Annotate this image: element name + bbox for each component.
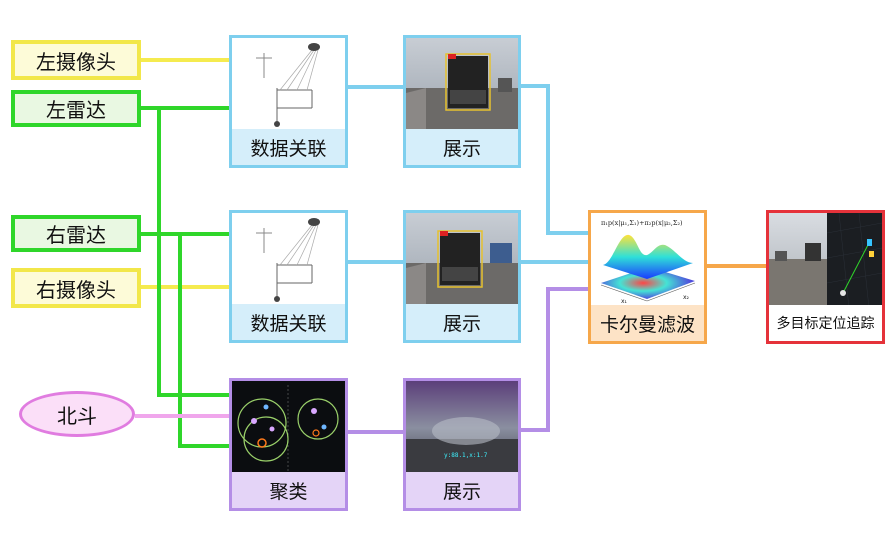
left-radar-label: 左雷达 bbox=[46, 98, 106, 122]
association-plot-image-2 bbox=[232, 213, 345, 304]
left-camera-label: 左摄像头 bbox=[36, 49, 116, 74]
night-camera-frame-image: y:88.1,x:1.7 bbox=[406, 381, 518, 472]
right-camera-label: 右摄像头 bbox=[36, 277, 116, 302]
data-association-top: 数据关联 bbox=[229, 35, 348, 168]
left-radar-box: 左雷达 bbox=[11, 90, 141, 127]
right-camera-box: 右摄像头 bbox=[11, 268, 141, 308]
display-bottom-caption: 展示 bbox=[406, 472, 518, 508]
camera-frame-image-2 bbox=[406, 213, 518, 304]
kalman-axis-x2: x₂ bbox=[683, 294, 690, 301]
display-mid-caption: 展示 bbox=[406, 304, 518, 340]
data-association-mid: 数据关联 bbox=[229, 210, 348, 343]
clustering-caption: 聚类 bbox=[232, 472, 345, 508]
clustering-module: 聚类 bbox=[229, 378, 348, 511]
wire-display-bottom-to-kalman bbox=[521, 287, 588, 432]
readout-text: y:88.1,x:1.7 bbox=[444, 452, 488, 459]
display-mid: 展示 bbox=[403, 210, 521, 343]
display-top: 展示 bbox=[403, 35, 521, 168]
kalman-filter-module: π₁p(x|μ₁,Σ₁)+π₂p(x|μ₂,Σ₂) x₁ x₂ 卡尔曼滤波 bbox=[588, 210, 707, 344]
beidou-label: 北斗 bbox=[57, 403, 97, 428]
wire-display-top-to-kalman bbox=[521, 84, 588, 235]
wire-left-radar-to-cluster bbox=[141, 106, 229, 397]
tracking-module: 多目标定位追踪 bbox=[766, 210, 885, 344]
association-plot-image bbox=[232, 38, 345, 129]
display-bottom: y:88.1,x:1.7 展示 bbox=[403, 378, 521, 511]
tracking-caption: 多目标定位追踪 bbox=[769, 305, 882, 341]
right-radar-box: 右雷达 bbox=[11, 215, 141, 252]
wire-right-radar-to-cluster bbox=[178, 234, 229, 448]
beidou-ellipse: 北斗 bbox=[19, 391, 135, 437]
kalman-formula: π₁p(x|μ₁,Σ₁)+π₂p(x|μ₂,Σ₂) bbox=[601, 219, 683, 227]
left-camera-box: 左摄像头 bbox=[11, 40, 141, 80]
cluster-plot-image bbox=[232, 381, 345, 472]
data-association-mid-caption: 数据关联 bbox=[232, 304, 345, 340]
gaussian-surface-image: π₁p(x|μ₁,Σ₁)+π₂p(x|μ₂,Σ₂) x₁ x₂ bbox=[591, 213, 704, 305]
kalman-axis-x1: x₁ bbox=[621, 298, 628, 305]
camera-frame-image bbox=[406, 38, 518, 129]
right-radar-label: 右雷达 bbox=[46, 223, 106, 247]
kalman-filter-caption: 卡尔曼滤波 bbox=[591, 305, 704, 341]
data-association-top-caption: 数据关联 bbox=[232, 129, 345, 165]
display-top-caption: 展示 bbox=[406, 129, 518, 165]
tracking-result-image bbox=[769, 213, 882, 305]
